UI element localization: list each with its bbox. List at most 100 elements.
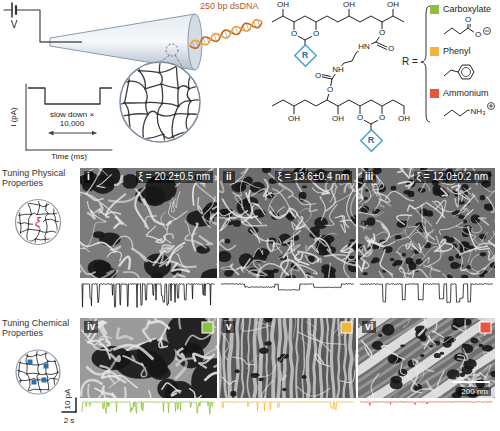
sem-ridge [337, 318, 340, 398]
mesh-junction [27, 202, 29, 204]
sem-strand [463, 188, 478, 203]
mesh-junction [45, 238, 47, 240]
mesh-junction [39, 397, 41, 399]
mesh-junction [18, 202, 20, 204]
dna-label: 250 bp dsDNA [200, 1, 259, 11]
sem-strand [113, 236, 133, 250]
sem-strand [88, 384, 104, 398]
mesh-junction [3, 387, 5, 389]
legend-swatch [430, 47, 439, 56]
sem-strand [167, 211, 188, 235]
sem-strand [347, 189, 356, 230]
mesh-junction [19, 362, 21, 364]
sem-panel: iiξ = 13.6±0.4 nm [219, 168, 356, 278]
mesh-junction [160, 83, 162, 85]
label-anchor: O [464, 16, 472, 24]
mesh-junction [145, 101, 147, 103]
charge-symbol [491, 104, 492, 107]
sem-strand [442, 273, 464, 278]
sem-strand [85, 193, 104, 201]
axis [26, 84, 27, 150]
mesh-junction [62, 387, 64, 389]
mesh-junction [74, 387, 76, 389]
sem-strand [235, 195, 243, 207]
mesh-junction [147, 113, 149, 115]
sem-strand [166, 242, 186, 265]
sem-strand [301, 337, 309, 346]
sem-strand [159, 250, 163, 262]
sem-strand [220, 332, 229, 361]
sem-strand [107, 252, 121, 262]
mesh-junction [21, 344, 23, 346]
mesh-size-label: ξ = 12.0±0.2 nm [414, 171, 491, 183]
sem-pore [460, 373, 465, 377]
sem-pore [366, 217, 375, 226]
sem-strand [210, 206, 217, 219]
sem-pore [282, 388, 286, 392]
mesh-junction [64, 361, 66, 363]
sem-strand [292, 196, 316, 205]
sem-pore [225, 239, 231, 244]
sem-pore [219, 251, 231, 262]
sem-strand [281, 260, 300, 275]
sem-strand [135, 192, 148, 229]
sem-strand [419, 258, 429, 266]
mesh-size-label: ξ = 20.2±0.5 nm [136, 171, 213, 183]
sem-strand [459, 246, 488, 255]
mesh-junction [48, 213, 50, 215]
sem-strand [369, 373, 379, 398]
polymer-backbone [272, 100, 404, 106]
mesh-junction [112, 164, 114, 166]
label-anchor: O [378, 114, 386, 122]
mesh-junction [106, 121, 108, 123]
sem-strand [274, 247, 281, 251]
label-anchor: OH [276, 1, 290, 9]
sem-strand [306, 274, 322, 278]
r-group-equals: R = [402, 56, 418, 68]
sem-pore [151, 273, 163, 278]
sem-pore [150, 366, 170, 380]
wire [16, 9, 40, 10]
sem-pore [378, 334, 382, 337]
legend-item: Ammonium [430, 88, 489, 98]
label-anchor: NH₃ [470, 108, 487, 116]
label-anchor: O [356, 114, 364, 122]
sem-strand [470, 372, 486, 378]
row-heading: Tuning Chemical Properties [2, 318, 78, 339]
sem-strand [280, 372, 287, 382]
sem-strand [411, 368, 422, 392]
sem-background [219, 318, 356, 398]
sem-strand [406, 227, 425, 257]
panel-footer [219, 276, 356, 278]
sem-strand [358, 342, 359, 357]
mesh-junction [37, 379, 39, 381]
mesh-junction [177, 87, 179, 89]
label-anchor: V [11, 19, 18, 31]
mesh-junction [21, 399, 23, 401]
sem-strand [258, 354, 286, 377]
sem-strand [198, 197, 203, 213]
sem-strand [417, 230, 440, 250]
sem-strand [341, 236, 356, 251]
mesh-junction [10, 362, 12, 364]
mesh-junction [45, 205, 47, 207]
nanopore-illustration [4, 3, 262, 170]
mesh-junction [192, 53, 194, 55]
mesh-junction [161, 102, 163, 104]
sem-strand [241, 218, 267, 225]
chemistry-tag [480, 322, 491, 333]
sem-strand [104, 397, 111, 398]
sem-strand [436, 370, 445, 389]
mesh-junction [74, 370, 76, 372]
mesh-junction [3, 397, 5, 399]
diamond-shape [294, 44, 316, 66]
mesh-junction [38, 364, 40, 366]
sem-strand [479, 218, 489, 226]
mesh-junction [63, 352, 65, 354]
sem-ridge [453, 318, 495, 398]
mesh-junction [54, 202, 56, 204]
time-arrow [49, 133, 96, 134]
sem-strand [161, 212, 167, 230]
panel-label: i [84, 171, 93, 183]
